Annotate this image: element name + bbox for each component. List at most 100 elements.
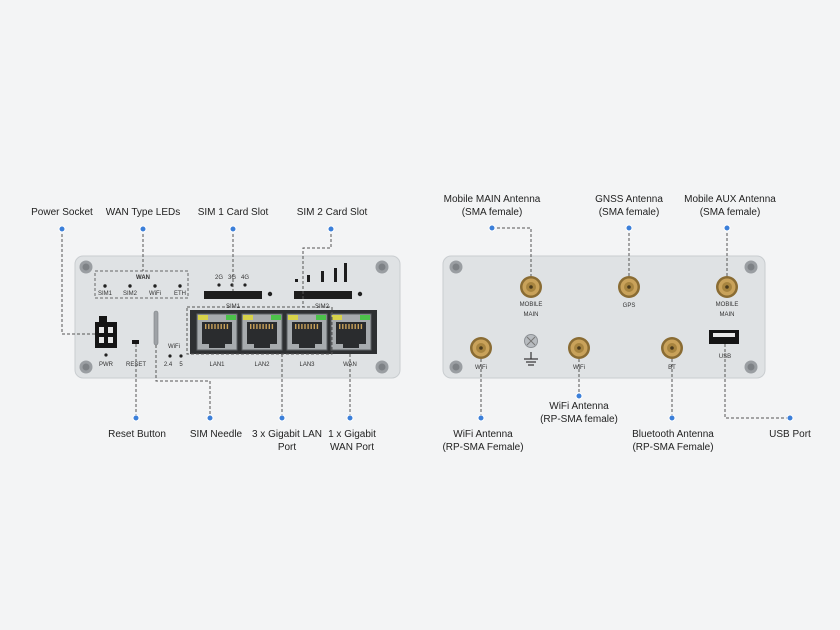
callout-wifi-center-line2: (RP-SMA female) [540,414,618,425]
led-label-sim2: SIM2 [123,291,138,297]
callout-wifi-center-line1: WiFi Antenna [549,401,609,412]
wifi-led-label: WiFi [168,344,180,350]
callout-gnss-line1: GNSS Antenna [595,194,663,205]
callout-mobile-aux-line1: Mobile AUX Antenna [684,194,776,205]
sim2-eject-hole [357,291,363,297]
wifi-left-connector [470,337,492,359]
callout-gnss-antenna: GNSS Antenna (SMA female) [586,193,672,219]
back-callout-dots [477,224,794,422]
back-leader-lines [480,227,790,419]
led-sim2 [128,284,132,288]
led-label-sim1: SIM1 [98,291,113,297]
wan-port [330,313,372,351]
led-sim1 [103,284,107,288]
sim1-eject-hole [267,291,273,297]
callout-wan-port-line2: WAN Port [329,442,375,453]
screw-icon [79,360,93,374]
callout-lan-ports-line2: Port [277,442,297,453]
callout-lan-ports-line1: 3 x Gigabit LAN [251,429,323,440]
wifi-center-connector [568,337,590,359]
ground-icon [524,352,538,366]
screw-icon [375,360,389,374]
led-4g [243,283,247,287]
ethernet-ports [196,313,372,351]
screw-icon [744,360,758,374]
callout-wan-port-line1: 1 x Gigabit [328,429,376,440]
power-socket [95,316,117,348]
back-panel: MOBILE MAIN GPS MOBILE MAIN WiFi WiFi BT… [442,255,766,379]
wan-led-group-label: WAN [136,275,150,281]
lan2-port [241,313,283,351]
led-wifi-5 [179,354,183,358]
lan3-port [286,313,328,351]
front-callout-dots [58,225,354,422]
front-leader-lines [61,229,351,418]
callout-wifi-left-line1: WiFi Antenna [453,429,513,440]
callout-wifi-center-antenna: WiFi Antenna (RP-SMA female) [532,400,626,426]
callout-bluetooth-line2: (RP-SMA Female) [632,442,714,453]
mobile-aux-label-bottom: MAIN [720,312,735,318]
usb-port [709,330,739,344]
lan-ports-outline [186,306,333,355]
lan2-label: LAN2 [254,362,270,368]
back-panel-body [442,255,766,379]
screw-icon [449,360,463,374]
callout-wan-type-leds: WAN Type LEDs [105,207,181,218]
callout-power-socket: Power Socket [31,207,93,218]
callout-mobile-main-line2: (SMA female) [461,207,523,218]
callout-mobile-main-line1: Mobile MAIN Antenna [443,194,541,205]
callout-wifi-left-line2: (RP-SMA Female) [442,442,524,453]
callout-mobile-aux-line2: (SMA female) [699,207,761,218]
sim2-card-slot [294,291,352,299]
callout-sim2-slot: SIM 2 Card Slot [296,207,368,218]
led-label-eth: ETH [174,291,186,297]
led-pwr [104,353,108,357]
wan-led-group-outline [94,270,189,299]
lan1-port [196,313,238,351]
mobile-main-label-top: MOBILE [520,302,543,308]
wifi-left-label: WiFi [475,365,487,371]
wifi-center-label: WiFi [573,365,585,371]
lan3-label: LAN3 [299,362,315,368]
antenna-connectors [470,276,738,359]
bt-connector [661,337,683,359]
callout-bluetooth-antenna: Bluetooth Antenna (RP-SMA Female) [626,428,720,454]
front-panel: WAN SIM1 SIM2 WiFi ETH 2G 3G 4G SIM1 SIM… [74,255,401,379]
led-wifi [153,284,157,288]
mobile-main-label-bottom: MAIN [524,312,539,318]
signal-strength-icon [295,263,347,282]
callout-wifi-left-antenna: WiFi Antenna (RP-SMA Female) [436,428,530,454]
screw-icon [375,260,389,274]
sim1-card-slot [204,291,262,299]
net-label-2g: 2G [215,275,223,281]
callout-mobile-main-antenna: Mobile MAIN Antenna (SMA female) [436,193,548,219]
sim-needle [153,310,159,346]
net-label-3g: 3G [228,275,236,281]
callout-sim-needle: SIM Needle [189,429,243,440]
callout-lan-ports: 3 x Gigabit LAN Port [244,428,330,454]
screw-icon [79,260,93,274]
bt-label: BT [668,365,676,371]
callout-bluetooth-line1: Bluetooth Antenna [632,429,714,440]
net-label-4g: 4G [241,275,249,281]
gps-connector [618,276,640,298]
callout-gnss-line2: (SMA female) [598,207,660,218]
callout-mobile-aux-antenna: Mobile AUX Antenna (SMA female) [676,193,784,219]
gps-label: GPS [623,303,636,309]
screw-icon [744,260,758,274]
mobile-aux-connector [716,276,738,298]
led-wifi-24 [168,354,172,358]
callout-sim1-slot: SIM 1 Card Slot [197,207,269,218]
screw-icon [449,260,463,274]
callout-wan-port: 1 x Gigabit WAN Port [320,428,384,454]
mobile-main-connector [520,276,542,298]
ground-screw [524,334,538,348]
led-2g [217,283,221,287]
led-eth [178,284,182,288]
wifi-24-label: 2.4 [164,362,173,368]
lan1-label: LAN1 [209,362,225,368]
wifi-5-label: 5 [179,362,183,368]
callout-reset-button: Reset Button [108,429,166,440]
reset-button [132,340,139,344]
